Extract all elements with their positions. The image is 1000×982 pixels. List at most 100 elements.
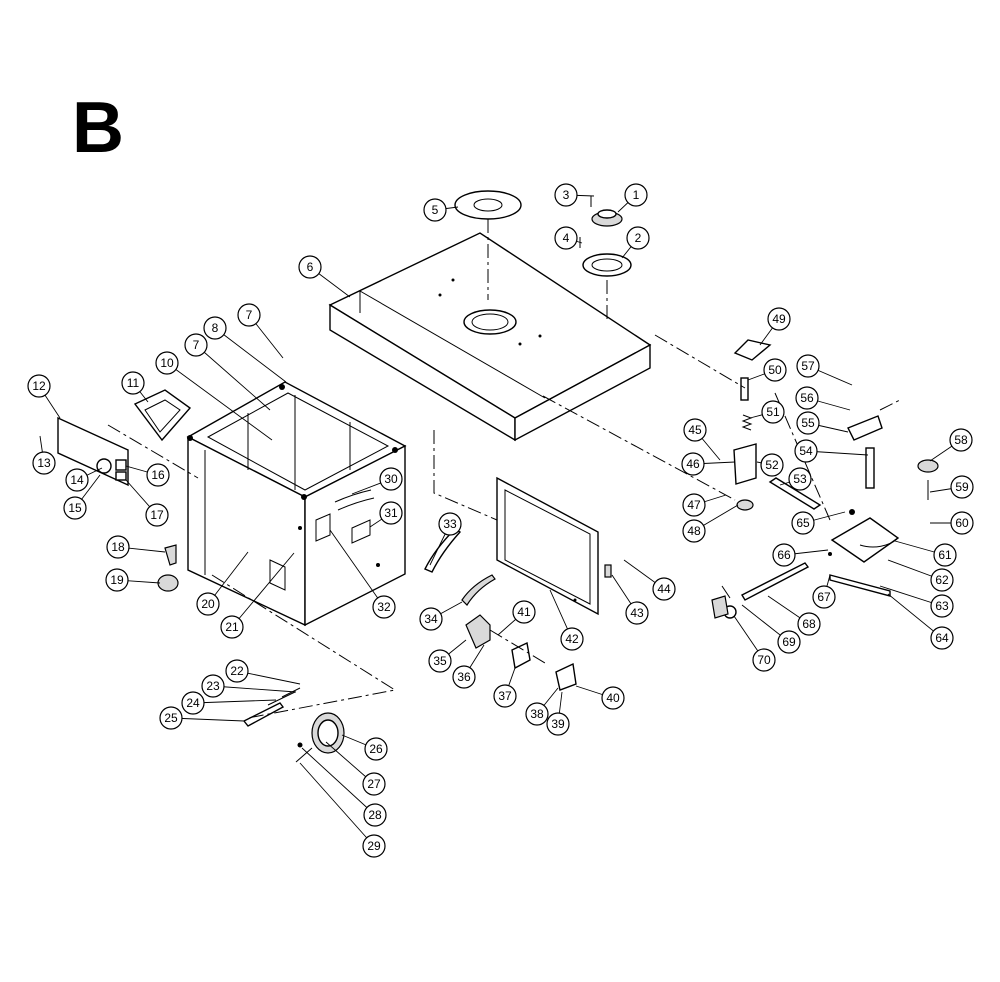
callout-7: 7 — [237, 303, 284, 359]
callout-number: 15 — [68, 501, 82, 515]
callout-48: 48 — [682, 504, 739, 543]
callout-circle — [423, 198, 447, 222]
callout-45: 45 — [683, 418, 721, 461]
callout-circle — [950, 475, 974, 499]
callout-number: 14 — [70, 473, 84, 487]
callout-number: 67 — [817, 590, 831, 604]
motor-cover — [496, 476, 599, 616]
callout-number: 7 — [193, 338, 200, 352]
callout-26: 26 — [341, 734, 388, 761]
callout-circle — [203, 316, 227, 340]
callout-53: 53 — [779, 467, 812, 491]
callout-number: 59 — [955, 480, 969, 494]
callout-number: 4 — [563, 231, 570, 245]
callout-36: 36 — [452, 644, 485, 689]
callout-16: 16 — [125, 463, 170, 487]
callout-number: 19 — [110, 573, 124, 587]
callout-number: 55 — [801, 416, 815, 430]
callout-circle — [512, 600, 536, 624]
callout-circle — [372, 595, 396, 619]
callout-circle — [949, 428, 973, 452]
callout-number: 51 — [766, 405, 780, 419]
callout-number: 24 — [186, 696, 200, 710]
switch-plate — [57, 416, 129, 487]
callout-circle — [452, 665, 476, 689]
callout-29: 29 — [299, 762, 386, 858]
callout-33: 33 — [429, 512, 462, 566]
callout-circle — [930, 568, 954, 592]
leader-line — [887, 593, 943, 639]
callout-2: 2 — [621, 226, 650, 259]
callout-60: 60 — [930, 511, 974, 535]
callout-circle — [220, 615, 244, 639]
callout-12: 12 — [27, 374, 61, 419]
callout-number: 5 — [432, 203, 439, 217]
callout-59: 59 — [929, 475, 974, 499]
callout-69: 69 — [741, 604, 801, 654]
callout-number: 43 — [630, 606, 644, 620]
callout-18: 18 — [106, 535, 166, 559]
center-lines — [107, 219, 901, 719]
callout-circle — [933, 543, 957, 567]
callout-circle — [930, 594, 954, 618]
callout-number: 25 — [164, 711, 178, 725]
callout-number: 21 — [225, 620, 239, 634]
callout-number: 58 — [954, 433, 968, 447]
callout-38: 38 — [525, 687, 559, 726]
callout-circle — [438, 512, 462, 536]
callout-circle — [379, 501, 403, 525]
callout-number: 60 — [955, 516, 969, 530]
callout-number: 40 — [606, 691, 620, 705]
callout-circle — [32, 451, 56, 475]
miter-gauge — [711, 339, 939, 619]
callout-number: 16 — [151, 468, 165, 482]
callout-circle — [428, 649, 452, 673]
callout-55: 55 — [796, 411, 849, 435]
callout-number: 7 — [246, 308, 253, 322]
callout-20: 20 — [196, 551, 249, 616]
callout-41: 41 — [497, 600, 536, 636]
callout-number: 18 — [111, 540, 125, 554]
callout-number: 49 — [772, 312, 786, 326]
drive-belt — [424, 528, 496, 649]
callout-number: 70 — [757, 653, 771, 667]
callout-circle — [761, 400, 785, 424]
callout-number: 36 — [457, 670, 471, 684]
callout-65: 65 — [791, 511, 846, 535]
callout-8: 8 — [203, 316, 287, 383]
callout-number: 10 — [160, 356, 174, 370]
callout-circle — [493, 684, 517, 708]
callout-circle — [196, 592, 220, 616]
callout-3: 3 — [554, 183, 595, 207]
callout-circle — [795, 386, 819, 410]
callout-70: 70 — [733, 615, 776, 672]
callout-49: 49 — [759, 307, 791, 346]
callout-circle — [184, 333, 208, 357]
callout-circle — [181, 691, 205, 715]
bushing-assembly — [579, 196, 632, 277]
callout-number: 28 — [368, 808, 382, 822]
callout-61: 61 — [894, 540, 957, 567]
callout-circle — [155, 351, 179, 375]
gasket — [511, 641, 531, 670]
callout-number: 42 — [565, 632, 579, 646]
callout-number: 44 — [657, 582, 671, 596]
switch-box — [133, 389, 192, 442]
callout-21: 21 — [220, 552, 295, 639]
callout-circle — [362, 834, 386, 858]
callout-68: 68 — [767, 595, 821, 636]
callout-number: 34 — [424, 612, 438, 626]
callout-number: 38 — [530, 707, 544, 721]
callout-6: 6 — [298, 255, 351, 298]
callout-circle — [159, 706, 183, 730]
leader-line — [329, 529, 385, 608]
leader-line — [166, 362, 273, 441]
callout-30: 30 — [351, 467, 403, 495]
callout-circle — [772, 543, 796, 567]
callout-51: 51 — [749, 400, 785, 424]
leader-line — [214, 327, 287, 383]
callout-circle — [379, 467, 403, 491]
callout-13: 13 — [32, 435, 56, 475]
callout-number: 6 — [307, 260, 314, 274]
